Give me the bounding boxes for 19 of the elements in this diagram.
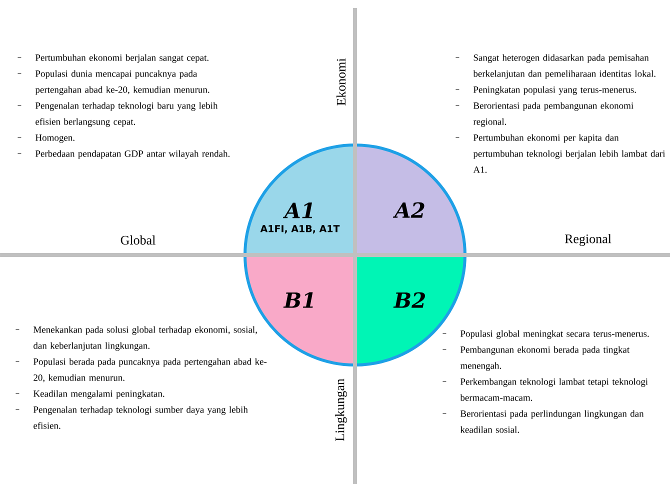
bullet-text: Berorientasi pada perlindungan lingkungan dan keadilan sosial. [460,410,644,433]
bullet-text: Pengenalan terhadap teknologi sumber daya yang lebih efisien. [33,406,248,429]
bullet-text: Peningkatan populasi yang terus-menerus. [473,86,636,95]
axis-label: Lingkungan [335,378,347,442]
axis-label: Global [120,235,156,245]
bullet-text: Sangat heterogen didasarkan pada pemisahan berkelanjutan dan pemeliharaan identitas lokal. [473,54,656,79]
quadrant-sector: A2 [354,144,466,256]
bullet-text: Berorientasi pada pembangunan ekonomi regional. [473,102,634,127]
bullet-text: Pertumbuhan ekonomi per kapita dan pertumbuhan teknologi berjalan lebih lambat dari A1. [473,134,666,173]
bullet-text: Homogen. [35,134,74,143]
bullet-text: Populasi dunia mencapai puncaknya pada pertengahan abad ke-20, kemudian menurun. [35,70,210,95]
axis-label: Regional [564,234,612,246]
bullet-text: Keadilan mengalami peningkatan. [33,390,164,399]
bullet-text: Pertumbuhan ekonomi berjalan sangat cepat. [35,54,208,63]
axis-label: Ekonomi [336,58,346,106]
bullet-text: Pengenalan terhadap teknologi baru yang lebih efisien berlangsung cepat. [35,102,218,127]
quadrant-sector: A1 A1FI, A1B, A1T [244,144,356,256]
bullet-text: Perbedaan pendapatan GDP antar wilayah rendah. [35,150,230,159]
bullet-text: Perkembangan teknologi lambat tetapi teknologi bermacam-macam. [460,378,648,401]
